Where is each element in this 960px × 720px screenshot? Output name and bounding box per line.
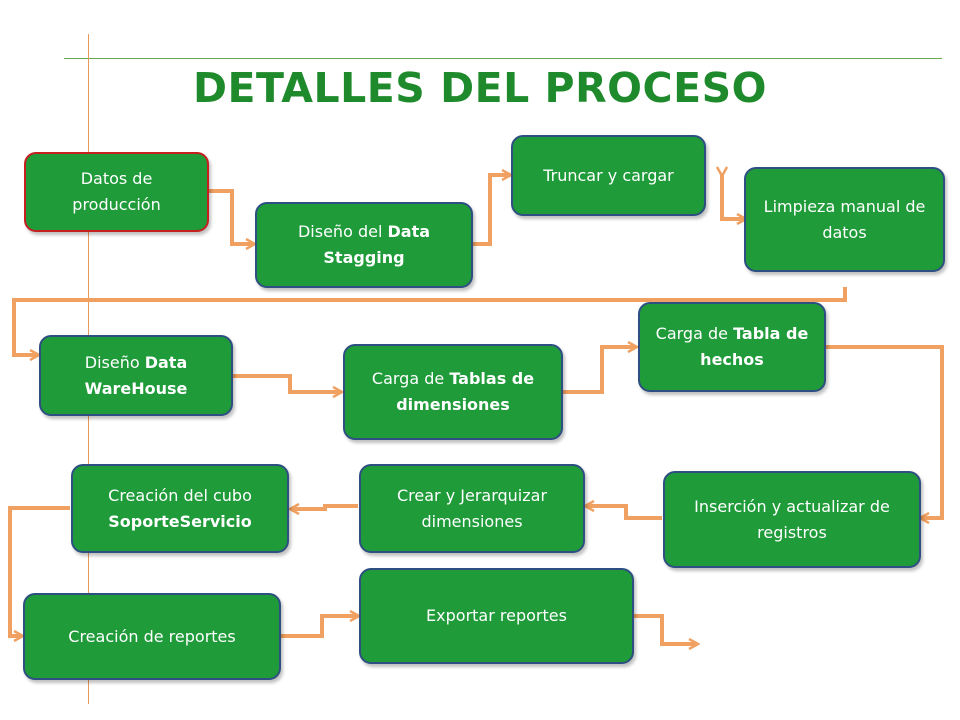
- step-label: Inserción y actualizar de registros: [694, 496, 890, 542]
- connector-11: [281, 616, 358, 638]
- step-label: Creación del cubo SoporteServicio: [108, 485, 252, 531]
- step-label: Truncar y cargar: [543, 165, 674, 185]
- connector-12: [634, 614, 697, 644]
- connector-1: [208, 189, 254, 244]
- step-label: Limpieza manual de datos: [763, 196, 926, 242]
- connector-5: [233, 374, 341, 392]
- step-diseno-staging: Diseño del Data Stagging: [255, 202, 473, 288]
- step-jerarquizar-dimensiones: Crear y Jerarquizar dimensiones: [359, 464, 585, 553]
- connector-9: [291, 506, 358, 509]
- step-exportar-reportes: Exportar reportes: [359, 568, 634, 664]
- step-label: Creación de reportes: [68, 626, 236, 646]
- connector-2: [473, 175, 510, 246]
- step-creacion-reportes: Creación de reportes: [23, 593, 281, 680]
- step-label: Exportar reportes: [426, 606, 567, 625]
- connector-10: [8, 506, 70, 636]
- step-insercion-registros: Inserción y actualizar de registros: [663, 471, 921, 568]
- step-limpieza-manual: Limpieza manual de datos: [744, 167, 945, 272]
- step-diseno-dw: Diseño Data WareHouse: [39, 335, 233, 416]
- step-truncar-cargar: Truncar y cargar: [511, 135, 706, 216]
- connector-8: [586, 506, 662, 520]
- step-label: Crear y Jerarquizar dimensiones: [396, 485, 548, 531]
- page-title: DETALLES DEL PROCESO: [192, 64, 767, 112]
- step-creacion-cubo: Creación del cubo SoporteServicio: [71, 464, 289, 553]
- connector-6: [563, 347, 636, 394]
- connector-4: [12, 287, 847, 355]
- step-label: Carga de Tablas de dimensiones: [371, 369, 535, 414]
- step-label: Datos de producción: [72, 169, 161, 214]
- step-label: Diseño Data WareHouse: [84, 352, 188, 398]
- step-label: Carga de Tabla de hechos: [655, 324, 809, 369]
- step-carga-hechos: Carga de Tabla de hechos: [638, 302, 826, 392]
- step-carga-dimensiones: Carga de Tablas de dimensiones: [343, 344, 563, 440]
- step-datos-produccion: Datos de producción: [24, 152, 209, 232]
- step-label: Diseño del Data Stagging: [297, 222, 431, 267]
- connector-3: [722, 175, 745, 219]
- top-rule: [64, 58, 942, 59]
- connector-7: [826, 345, 944, 518]
